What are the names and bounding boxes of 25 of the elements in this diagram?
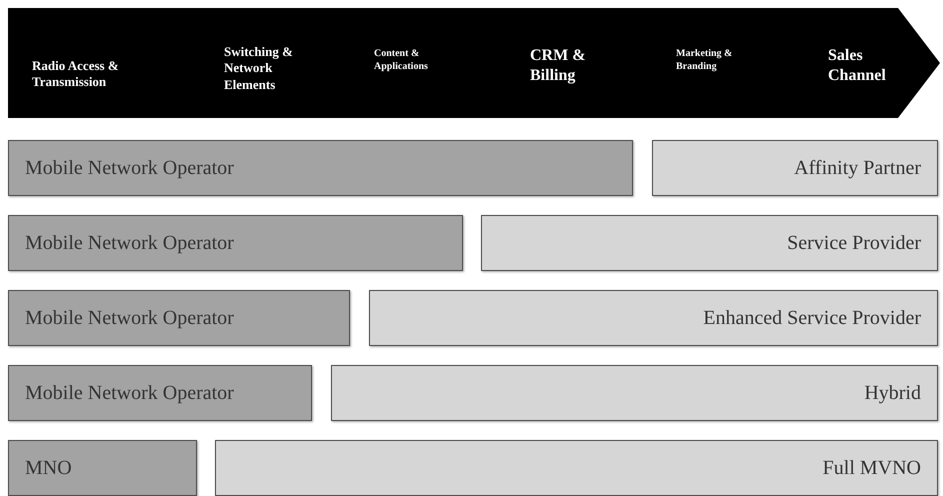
bar-label: Mobile Network Operator <box>25 306 234 330</box>
layer-bar <box>652 140 938 196</box>
layer-bar <box>481 215 938 271</box>
layer-bar <box>8 140 633 196</box>
bar-label: Affinity Partner <box>794 156 921 180</box>
layer-bar <box>8 290 350 346</box>
step-label: Sales Channel <box>828 46 908 86</box>
layer-bar <box>215 440 938 496</box>
bar-label: Mobile Network Operator <box>25 232 234 254</box>
layer-bar <box>8 365 312 421</box>
step-label: Radio Access & Transmission <box>32 58 152 90</box>
bar-label: Hybrid <box>864 382 921 404</box>
bar-label: Service Provider <box>787 232 921 254</box>
layer-bar <box>8 215 463 271</box>
bar-label: Mobile Network Operator <box>25 156 234 180</box>
bar-label: Full MVNO <box>822 456 921 480</box>
step-label: Marketing & Branding <box>676 48 766 73</box>
step-label: Content & Applications <box>374 48 464 73</box>
bar-label: Enhanced Service Provider <box>703 306 921 330</box>
bar-label: Mobile Network Operator <box>25 382 234 404</box>
step-label: CRM & Billing <box>530 46 610 86</box>
bar-label: MNO <box>25 456 72 480</box>
layer-bar <box>369 290 938 346</box>
layer-bar <box>331 365 938 421</box>
layer-bar <box>8 440 197 496</box>
